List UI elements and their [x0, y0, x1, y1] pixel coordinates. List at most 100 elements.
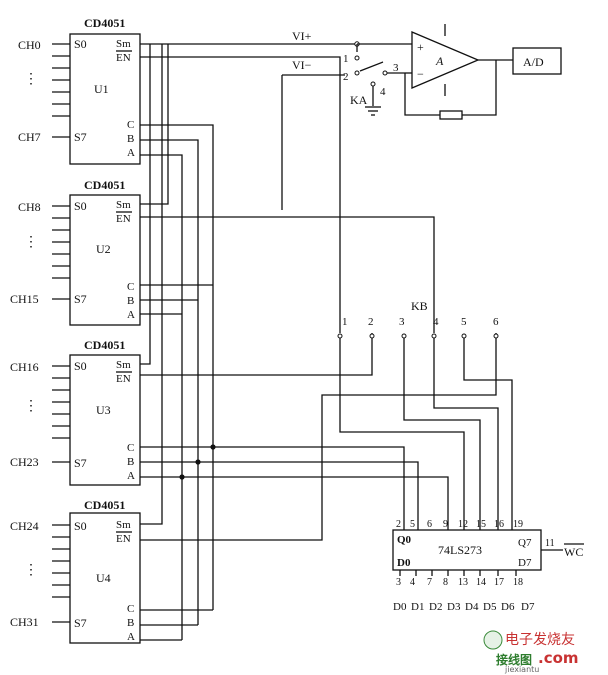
- chip-u4-s7: S7: [74, 616, 87, 630]
- latch-bottom-pin-3: 8: [443, 577, 448, 588]
- watermark-cn: 电子发烧友: [505, 632, 575, 648]
- watermark-domain: jiexiantu: [504, 665, 539, 674]
- latch-data-d7: D7: [521, 601, 535, 613]
- latch-top-pin-1: 5: [410, 519, 415, 530]
- latch-name: 74LS273: [438, 543, 482, 557]
- chip-u3-dots: ⋮: [24, 399, 38, 414]
- ka-pin2: 2: [343, 71, 349, 83]
- chip-u1-en: EN: [116, 52, 131, 64]
- latch-data-d1: D1: [411, 601, 424, 613]
- latch-pin11: 11: [545, 538, 555, 549]
- address-bus: [140, 124, 449, 641]
- chip-u2-part: CD4051: [84, 178, 125, 192]
- watermark-logo: 电子发烧友 接线图 .com jiexiantu: [483, 630, 579, 674]
- watermark-dotcom: .com: [538, 649, 579, 667]
- latch-bottom-pin-7: 18: [513, 577, 523, 588]
- adc-label: A/D: [523, 55, 544, 69]
- latch-wc: WC: [564, 545, 583, 559]
- chip-u1-dots: ⋮: [24, 72, 38, 87]
- latch-q0: Q0: [397, 534, 412, 546]
- chip-u1: CD4051 U1 S0 S7 Sm EN C B A CH0 CH7 ⋮: [18, 16, 141, 165]
- chip-u3-c: C: [127, 442, 134, 454]
- ka-label: KA: [350, 93, 368, 107]
- vi-minus-label: VI−: [292, 58, 312, 72]
- chip-u1-sm: Sm: [116, 38, 131, 50]
- sm-bus-wiring: [140, 41, 360, 525]
- chip-u4-a: A: [127, 631, 135, 643]
- latch-top-pin-2: 6: [427, 519, 432, 530]
- chip-u4-b: B: [127, 617, 134, 629]
- chip-u2-ch-first: CH8: [18, 200, 41, 214]
- latch-d7: D7: [518, 557, 532, 569]
- switch-ka: VI+ VI− 1 2 3 4 KA: [292, 29, 405, 116]
- chip-u4-c: C: [127, 603, 134, 615]
- chip-u3-ch-last: CH23: [10, 455, 39, 469]
- chip-u4-sm: Sm: [116, 519, 131, 531]
- latch-bottom-pin-1: 4: [410, 577, 415, 588]
- ka-pin1: 1: [343, 53, 349, 65]
- latch-top-pin-5: 15: [476, 519, 486, 530]
- kb-pin5: 5: [461, 316, 467, 328]
- latch-data-d4: D4: [465, 601, 479, 613]
- kb-pin6: 6: [493, 316, 499, 328]
- chip-u1-s7: S7: [74, 130, 87, 144]
- latch-bottom-pin-4: 13: [458, 577, 468, 588]
- chip-u3-ch-first: CH16: [10, 360, 39, 374]
- chip-u4-ch-last: CH31: [10, 615, 39, 629]
- chip-u1-id: U1: [94, 82, 109, 96]
- en-wiring: [140, 56, 497, 541]
- opamp: + − A A/D: [357, 24, 562, 120]
- chip-u4-en: EN: [116, 533, 131, 545]
- latch-top-pin-6: 16: [494, 519, 504, 530]
- latch-top-pin-0: 2: [396, 519, 401, 530]
- ka-pin3: 3: [393, 62, 399, 74]
- opamp-label: A: [435, 54, 444, 68]
- latch-q7: Q7: [518, 537, 532, 549]
- latch-data-d3: D3: [447, 601, 461, 613]
- latch-74ls273: 74LS273 Q0 D0 Q7 D7 2 5 6 9 12 15 16 19 …: [392, 519, 584, 613]
- opamp-plus: +: [417, 40, 424, 54]
- kb-pin2: 2: [368, 316, 374, 328]
- chip-u3-s0: S0: [74, 359, 87, 373]
- kb-pin3: 3: [399, 316, 405, 328]
- chip-u2-b: B: [127, 295, 134, 307]
- chip-u4-part: CD4051: [84, 498, 125, 512]
- chip-u1-b: B: [127, 133, 134, 145]
- latch-data-d0: D0: [393, 601, 407, 613]
- chip-u2-en: EN: [116, 213, 131, 225]
- chip-u4: CD4051 U4 S0 S7 Sm EN C B A CH24 CH31 ⋮: [10, 498, 141, 644]
- chip-u3-part: CD4051: [84, 338, 125, 352]
- latch-bottom-pin-5: 14: [476, 577, 486, 588]
- latch-bottom-pin-2: 7: [427, 577, 432, 588]
- chip-u2-s0: S0: [74, 199, 87, 213]
- chip-u2-c: C: [127, 281, 134, 293]
- chip-u4-ch-first: CH24: [10, 519, 39, 533]
- chip-u4-s0: S0: [74, 519, 87, 533]
- latch-bottom-pin-0: 3: [396, 577, 401, 588]
- chip-u4-dots: ⋮: [24, 563, 38, 578]
- vi-plus-label: VI+: [292, 29, 312, 43]
- chip-u2-id: U2: [96, 242, 111, 256]
- switch-kb: KB 1 2 3 4 5 6: [337, 299, 513, 530]
- chip-u1-part: CD4051: [84, 16, 125, 30]
- chip-u3-id: U3: [96, 403, 111, 417]
- kb-pin1: 1: [342, 316, 348, 328]
- kb-pin4: 4: [433, 316, 439, 328]
- chip-u1-s0: S0: [74, 37, 87, 51]
- chip-u1-ch-first: CH0: [18, 38, 41, 52]
- chip-u3-b: B: [127, 456, 134, 468]
- latch-top-pin-4: 12: [458, 519, 468, 530]
- chip-u1-ch-last: CH7: [18, 130, 41, 144]
- latch-bottom-pin-6: 17: [494, 577, 504, 588]
- chip-u3-a: A: [127, 470, 135, 482]
- chip-u2-dots: ⋮: [24, 235, 38, 250]
- chip-u2-sm: Sm: [116, 199, 131, 211]
- latch-data-d6: D6: [501, 601, 515, 613]
- latch-data-d2: D2: [429, 601, 442, 613]
- chip-u2-a: A: [127, 309, 135, 321]
- chip-u3-sm: Sm: [116, 359, 131, 371]
- chip-u3-en: EN: [116, 373, 131, 385]
- chip-u3-s7: S7: [74, 456, 87, 470]
- watermark-site: 接线图: [496, 652, 532, 667]
